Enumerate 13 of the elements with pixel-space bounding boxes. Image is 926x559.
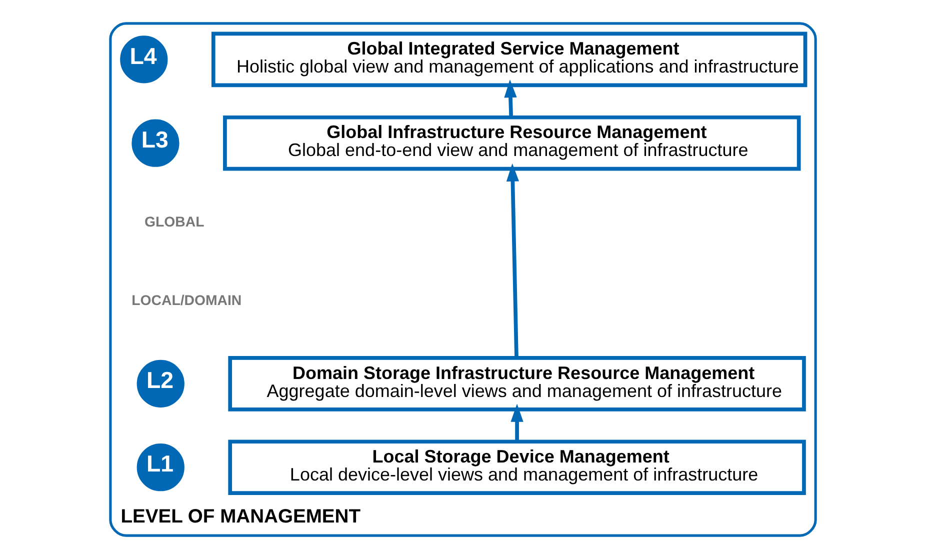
arrow	[510, 404, 524, 442]
node-circle: L2	[136, 360, 184, 408]
node-box: Local Storage Device Management Local device-level views and management of infrastructure	[228, 440, 806, 496]
node-circle: L3	[132, 119, 180, 167]
label: GLOBAL	[144, 213, 204, 230]
label: LOCAL/DOMAIN	[132, 292, 242, 308]
arrow	[506, 163, 520, 358]
node-circle: L1	[136, 444, 184, 492]
node-box: Domain Storage Infrastructure Resource Management Aggregate domain-level views and management of infrastructure	[228, 356, 806, 412]
arrow	[504, 80, 517, 118]
node-box: Global Integrated Service Management Holistic global view and management of applications and infrastructure	[211, 32, 808, 88]
node-box: Global Infrastructure Resource Management Global end-to-end view and management of infrastructure	[223, 115, 801, 171]
node-circle: L4	[120, 36, 168, 84]
